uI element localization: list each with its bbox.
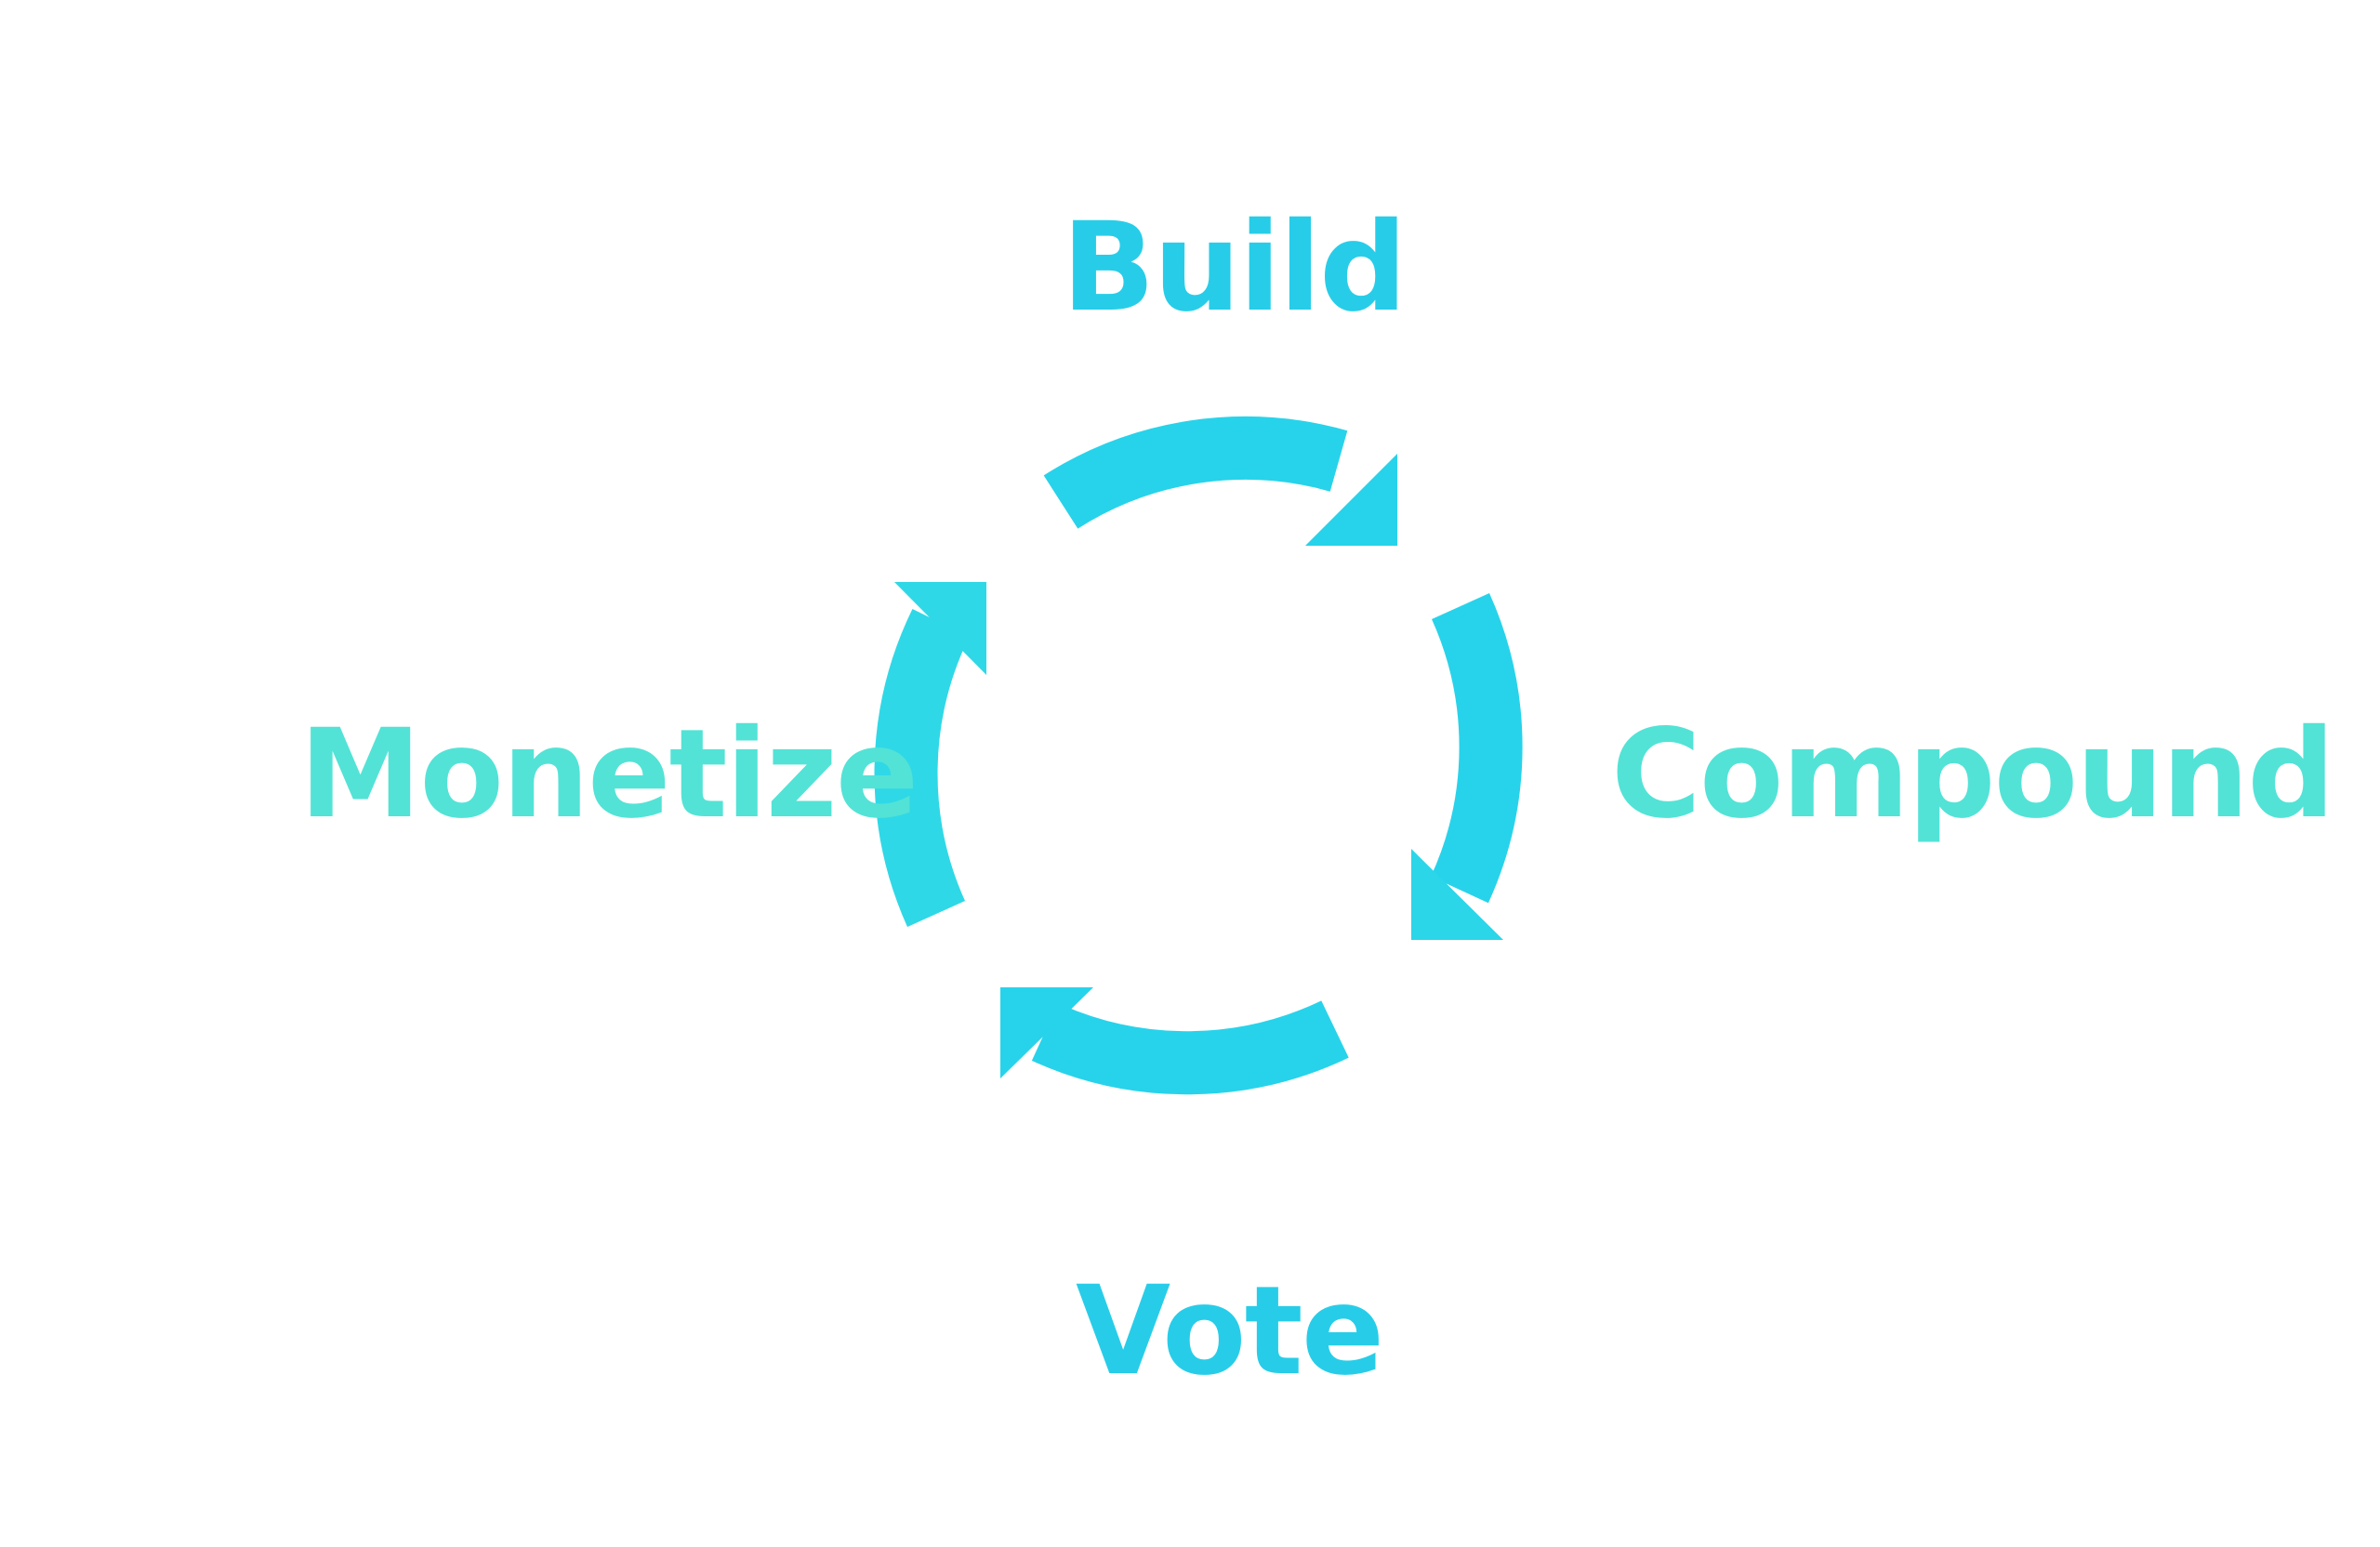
arrow-monetize-to-build bbox=[874, 582, 986, 927]
stage-label-monetize: Monetize bbox=[299, 703, 919, 846]
arrowhead-top bbox=[1305, 454, 1397, 546]
stage-label-build: Build bbox=[1062, 196, 1408, 339]
arrow-compound-to-vote bbox=[1411, 593, 1523, 940]
stage-label-vote: Vote bbox=[1076, 1260, 1384, 1403]
arc-bottom bbox=[1031, 1000, 1349, 1095]
arrow-build-to-compound bbox=[1043, 416, 1397, 546]
arrowhead-bottom bbox=[1000, 987, 1093, 1078]
arrow-vote-to-monetize bbox=[1000, 987, 1349, 1095]
stage-label-compound: Compound bbox=[1611, 703, 2335, 846]
arc-right bbox=[1430, 593, 1523, 904]
arc-left bbox=[874, 609, 970, 927]
arc-top bbox=[1043, 416, 1348, 529]
arrowhead-left bbox=[894, 582, 986, 675]
arrowhead-right bbox=[1411, 849, 1503, 940]
